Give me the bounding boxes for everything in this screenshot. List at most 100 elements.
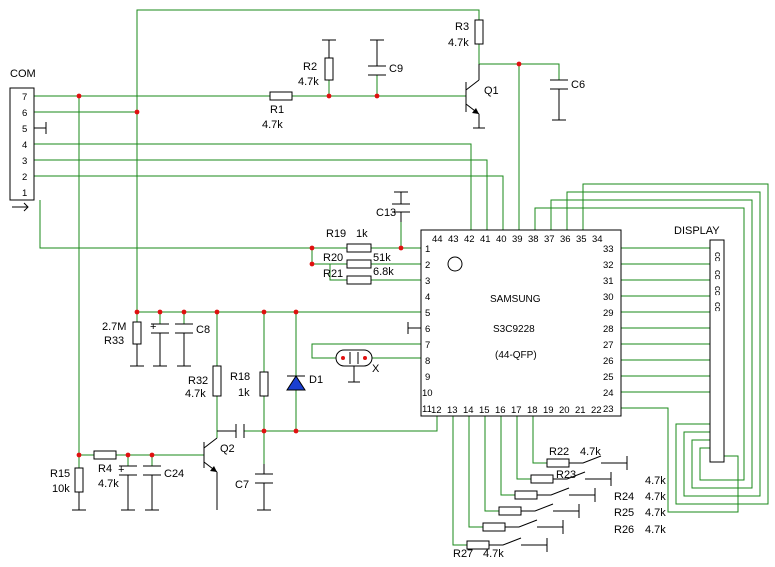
svg-text:10: 10 (422, 388, 433, 399)
svg-text:9: 9 (425, 372, 430, 383)
diode-d1: D1 (286, 374, 323, 391)
transistor-q2: Q2 (203, 437, 235, 510)
resistor-r21: R21 6.8k (323, 266, 394, 285)
svg-text:51k: 51k (373, 252, 391, 264)
capacitor-c8: C8 (175, 323, 210, 367)
svg-text:21: 21 (575, 405, 586, 416)
resistor-r20: R20 51k (323, 252, 391, 269)
junction-dots (76, 61, 522, 458)
svg-text:cc: cc (712, 302, 723, 312)
svg-text:R23: R23 (556, 469, 576, 481)
com-pin-1: 1 (22, 188, 27, 199)
svg-text:C13: C13 (376, 207, 396, 219)
svg-text:cc: cc (712, 286, 723, 296)
svg-text:26: 26 (603, 356, 614, 367)
com-label: COM (10, 68, 36, 80)
svg-text:R15: R15 (50, 468, 70, 480)
svg-text:36: 36 (560, 234, 571, 245)
svg-text:R25: R25 (614, 507, 634, 519)
svg-text:4.7k: 4.7k (580, 446, 601, 458)
svg-text:18: 18 (527, 405, 538, 416)
svg-text:2: 2 (425, 260, 430, 271)
svg-text:4.7k: 4.7k (98, 478, 119, 490)
svg-text:5: 5 (425, 308, 430, 319)
transistor-q1: Q1 (465, 64, 499, 129)
resistor-r18: R18 1k (230, 371, 269, 399)
svg-text:+: + (150, 321, 156, 333)
svg-text:R32: R32 (188, 375, 208, 387)
capacitor-c7: C7 (235, 464, 273, 511)
svg-text:R18: R18 (230, 371, 250, 383)
svg-text:R1: R1 (270, 104, 284, 116)
svg-text:34: 34 (592, 234, 603, 245)
svg-text:10k: 10k (52, 483, 70, 495)
com-pin-4: 4 (22, 140, 27, 151)
display-module: DISPLAY cc cc cc cc (674, 225, 725, 463)
resistor-r24: R24 (514, 487, 634, 503)
capacitor-c6: C6 (550, 79, 585, 121)
svg-text:C7: C7 (235, 479, 249, 491)
svg-text:C8: C8 (196, 324, 210, 336)
resistor-r15: R15 10k (50, 467, 86, 511)
svg-text:41: 41 (480, 234, 491, 245)
chip-line3: (44-QFP) (495, 350, 537, 361)
svg-text:38: 38 (528, 234, 539, 245)
svg-text:Q2: Q2 (220, 443, 235, 455)
svg-text:cc: cc (712, 270, 723, 280)
svg-text:31: 31 (603, 276, 614, 287)
resistor-r4: R4 4.7k (93, 450, 119, 490)
resistor-r33: 2.7M R33 (102, 321, 144, 367)
com-pin-5: 5 (22, 124, 27, 135)
svg-text:4.7k: 4.7k (448, 37, 469, 49)
svg-text:R20: R20 (323, 252, 343, 264)
capacitor-c13: C13 (376, 191, 410, 222)
svg-text:C9: C9 (389, 63, 403, 75)
chip-line1: SAMSUNG (490, 294, 541, 305)
resistor-r3: R3 4.7k (448, 19, 484, 49)
svg-text:32: 32 (603, 260, 614, 271)
resistor-r2: R2 4.7k (298, 39, 336, 88)
com-connector: COM 7 6 5 4 3 2 1 (9, 68, 47, 212)
svg-text:R27: R27 (453, 548, 473, 560)
com-pin-7: 7 (22, 92, 27, 103)
chip-line2: S3C9228 (493, 324, 535, 335)
svg-text:37: 37 (544, 234, 555, 245)
svg-text:R3: R3 (455, 21, 469, 33)
svg-text:4.7k: 4.7k (298, 76, 319, 88)
svg-text:19: 19 (543, 405, 554, 416)
svg-text:4: 4 (425, 292, 430, 303)
svg-text:13: 13 (447, 405, 458, 416)
svg-text:35: 35 (576, 234, 587, 245)
svg-text:Q1: Q1 (484, 85, 499, 97)
svg-text:29: 29 (603, 308, 614, 319)
svg-text:4.7k: 4.7k (645, 475, 666, 487)
svg-text:4.7k: 4.7k (262, 119, 283, 131)
resistor-r22: R22 4.7k (546, 446, 628, 470)
svg-text:27: 27 (603, 340, 614, 351)
svg-text:17: 17 (511, 405, 522, 416)
svg-text:D1: D1 (309, 374, 323, 386)
svg-text:6: 6 (425, 324, 430, 335)
svg-text:15: 15 (479, 405, 490, 416)
capacitor-c9: C9 (368, 39, 403, 76)
svg-text:30: 30 (603, 292, 614, 303)
svg-text:3: 3 (425, 276, 430, 287)
crystal-x: X (335, 349, 380, 383)
chip-s3c9228: SAMSUNG S3C9228 (44-QFP) 1 2 3 4 5 6 7 8… (407, 229, 622, 417)
wires (34, 9, 769, 546)
resistor-r26: R26 (482, 519, 634, 536)
svg-text:cc: cc (712, 252, 723, 262)
svg-text:4.7k: 4.7k (483, 548, 504, 560)
capacitor-coupling (217, 424, 245, 438)
resistor-values-r23-r26: 4.7k 4.7k 4.7k 4.7k (645, 475, 666, 536)
svg-text:7: 7 (425, 340, 430, 351)
svg-text:42: 42 (464, 234, 475, 245)
svg-text:1k: 1k (356, 228, 368, 240)
display-label: DISPLAY (674, 225, 720, 237)
svg-text:22: 22 (591, 405, 602, 416)
svg-text:23: 23 (603, 404, 614, 415)
svg-text:44: 44 (432, 234, 443, 245)
svg-text:+: + (118, 464, 124, 476)
resistor-r27: R27 4.7k (453, 537, 548, 560)
resistor-r32: R32 4.7k (185, 365, 222, 400)
